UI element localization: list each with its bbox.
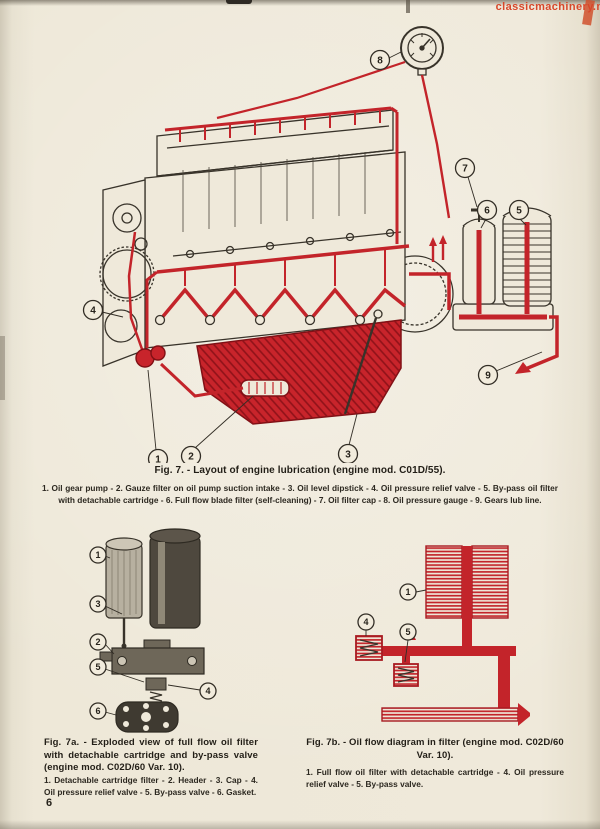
svg-text:3: 3 (345, 450, 351, 461)
svg-text:2: 2 (95, 637, 100, 647)
filter-canister-cap (149, 528, 201, 629)
fig7a-callout-3: 3 (89, 595, 123, 615)
oil-pressure-gauge (400, 26, 444, 76)
fig7a-callout-4: 4 (167, 682, 217, 700)
watermark-text: classicmachinery.ne (495, 1, 600, 13)
oil-dipstick (343, 309, 383, 415)
fig7-callout-1: 1 (147, 369, 169, 464)
detachable-cartridge (105, 537, 143, 649)
fig7a-callout-5: 5 (89, 658, 145, 683)
svg-text:6: 6 (95, 706, 100, 716)
fig7a-callout-1: 1 (89, 546, 111, 564)
scan-artifact (226, 0, 252, 4)
rocker-oil-rail (164, 106, 398, 142)
svg-text:3: 3 (95, 599, 100, 609)
page-number: 6 (46, 797, 53, 809)
fig7-callout-4: 4 (82, 299, 124, 321)
gauge-oil-lines (216, 60, 451, 219)
svg-text:4: 4 (363, 617, 368, 627)
svg-text:6: 6 (484, 206, 490, 217)
fig7-callout-3: 3 (337, 413, 359, 463)
rocker-shaft (166, 125, 390, 149)
fig7-callout-8: 8 (369, 49, 402, 71)
svg-text:5: 5 (405, 627, 410, 637)
fig7a-parts-list: 1. Detachable cartridge filter - 2. Head… (44, 775, 258, 798)
scan-artifact (406, 0, 410, 13)
oil-gear-pump (135, 270, 166, 368)
filter-header (99, 639, 205, 675)
fig7b-caption: Fig. 7b. - Oil flow diagram in filter (e… (306, 737, 564, 761)
bypass-valve (393, 656, 419, 687)
fig7b-callout-5: 5 (399, 623, 417, 663)
oil-channels (381, 632, 530, 726)
scan-artifact (0, 336, 5, 400)
crankshaft (154, 287, 407, 326)
flow-arrows (429, 235, 447, 262)
svg-text:2: 2 (188, 452, 194, 463)
oil-pressure-relief-valve (355, 635, 383, 661)
fig7a-exploded-filter-diagram: 1 3 2 5 4 6 (89, 528, 217, 733)
svg-text:8: 8 (377, 56, 383, 67)
fig7a-callout-2: 2 (89, 633, 115, 655)
fig7a-callout-6: 6 (89, 702, 117, 720)
valve-parts (145, 677, 167, 702)
fig7b-parts-list: 1. Full flow oil filter with detachable … (306, 767, 564, 790)
gears-lub-line (127, 231, 145, 353)
fig7-caption: Fig. 7. - Layout of engine lubrication (… (154, 465, 446, 476)
main-oil-gallery (156, 112, 410, 286)
gasket (115, 701, 179, 733)
fig7a-caption: Fig. 7a. - Exploded view of full flow oi… (44, 737, 258, 774)
svg-text:7: 7 (462, 164, 468, 175)
svg-text:1: 1 (405, 587, 410, 597)
filter-oil-cores (409, 222, 559, 374)
svg-text:4: 4 (205, 686, 210, 696)
fig7b-oil-flow-diagram: 1 5 4 (355, 545, 530, 726)
cylinder-lines (182, 152, 366, 232)
filter-cartridge-section (425, 545, 509, 648)
svg-text:5: 5 (95, 662, 100, 672)
gauze-suction-filter (159, 362, 290, 398)
svg-text:4: 4 (90, 306, 96, 317)
svg-text:5: 5 (516, 206, 522, 217)
fig7-callout-5: 5 (508, 199, 530, 226)
engine-block (102, 109, 406, 367)
svg-text:9: 9 (485, 371, 491, 382)
svg-text:1: 1 (95, 550, 100, 560)
fig7-callout-6: 6 (476, 199, 498, 229)
fig7b-callout-1: 1 (399, 583, 427, 601)
camshaft (172, 228, 402, 259)
fig7-callout-2: 2 (180, 395, 254, 463)
fig7-callout-7: 7 (454, 157, 478, 208)
fig7-engine-lubrication-diagram: 1 2 3 4 5 6 7 8 (82, 26, 559, 464)
svg-text:1: 1 (155, 455, 161, 464)
fig7b-callout-4: 4 (357, 613, 375, 636)
fig7-callout-9: 9 (477, 351, 543, 386)
fig7-parts-list: 1. Oil gear pump - 2. Gauze filter on oi… (42, 483, 558, 506)
